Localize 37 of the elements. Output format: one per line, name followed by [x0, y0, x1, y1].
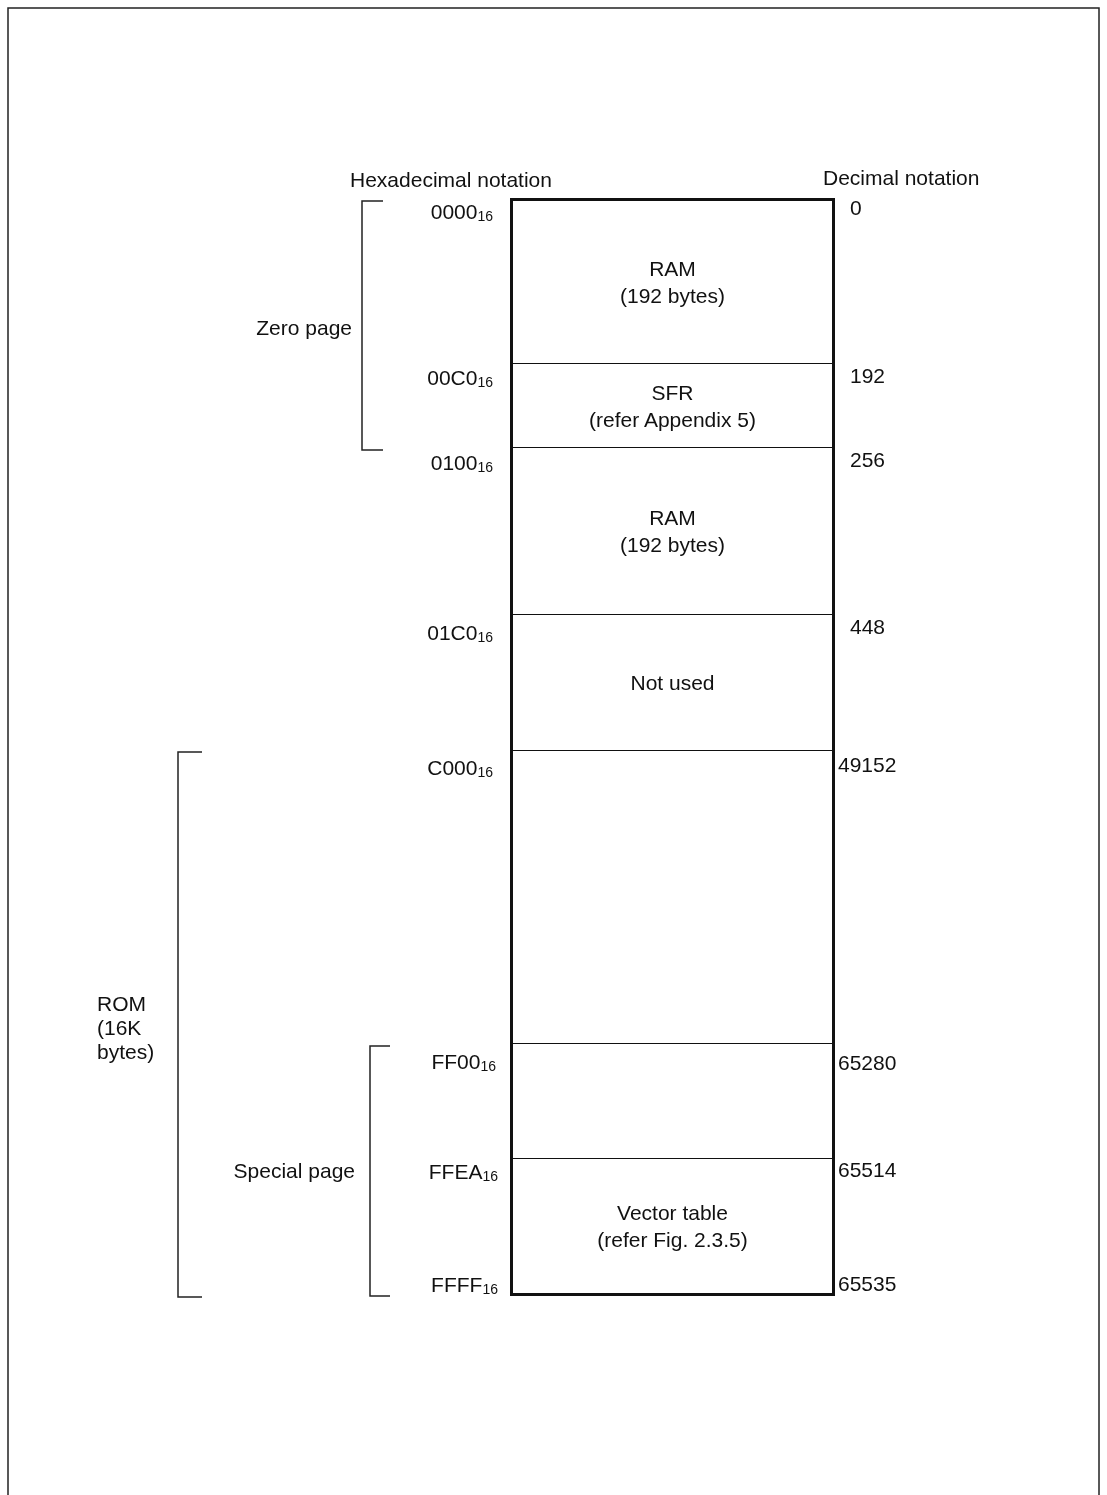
column-heading: Hexadecimal notation — [350, 168, 552, 192]
range-label: Zero page — [256, 316, 352, 340]
hex-address: FFEA$_{16}$ — [428, 1160, 498, 1186]
decimal-address: 65514 — [838, 1158, 897, 1182]
region-name: RAM — [649, 505, 696, 531]
decimal-address: 49152 — [838, 753, 897, 777]
decimal-address: 256 — [850, 448, 886, 472]
memory-region — [510, 1043, 835, 1158]
hex-address: FF00$_{16}$ — [431, 1050, 496, 1076]
hex-address: C000$_{16}$ — [427, 756, 493, 782]
region-name: RAM — [649, 256, 696, 282]
decimal-address: 448 — [850, 615, 886, 639]
decimal-address: 65535 — [838, 1272, 897, 1296]
memory-region — [510, 363, 835, 447]
memory-region — [510, 614, 835, 750]
decimal-address: 65280 — [838, 1051, 897, 1075]
memory-region — [510, 1158, 835, 1296]
region-name: SFR — [651, 379, 694, 406]
hex-address: FFFF$_{16}$ — [431, 1273, 498, 1299]
hex-address: 0100$_{16}$ — [430, 451, 493, 477]
region-note: (192 bytes) — [619, 283, 726, 309]
decimal-address: 192 — [850, 364, 886, 388]
memory-region — [510, 447, 835, 614]
hex-address: 00C0$_{16}$ — [427, 366, 493, 392]
region-note: (refer Fig. 2.3.5) — [597, 1227, 748, 1253]
hex-address: 0000$_{16}$ — [430, 200, 493, 226]
region-note: (192 bytes) — [619, 532, 726, 558]
memory-region — [510, 750, 835, 1043]
decimal-address: 0 — [850, 196, 862, 220]
region-note: (refer Appendix 5) — [589, 406, 756, 433]
column-heading: Decimal notation — [823, 166, 980, 190]
range-label: Special page — [233, 1159, 355, 1183]
memory-region — [510, 198, 835, 363]
region-name: Vector table — [617, 1200, 728, 1226]
region-name: Not used — [630, 670, 715, 696]
hex-address: 01C0$_{16}$ — [427, 621, 493, 647]
range-label: ROM (16K bytes) — [97, 992, 156, 1064]
